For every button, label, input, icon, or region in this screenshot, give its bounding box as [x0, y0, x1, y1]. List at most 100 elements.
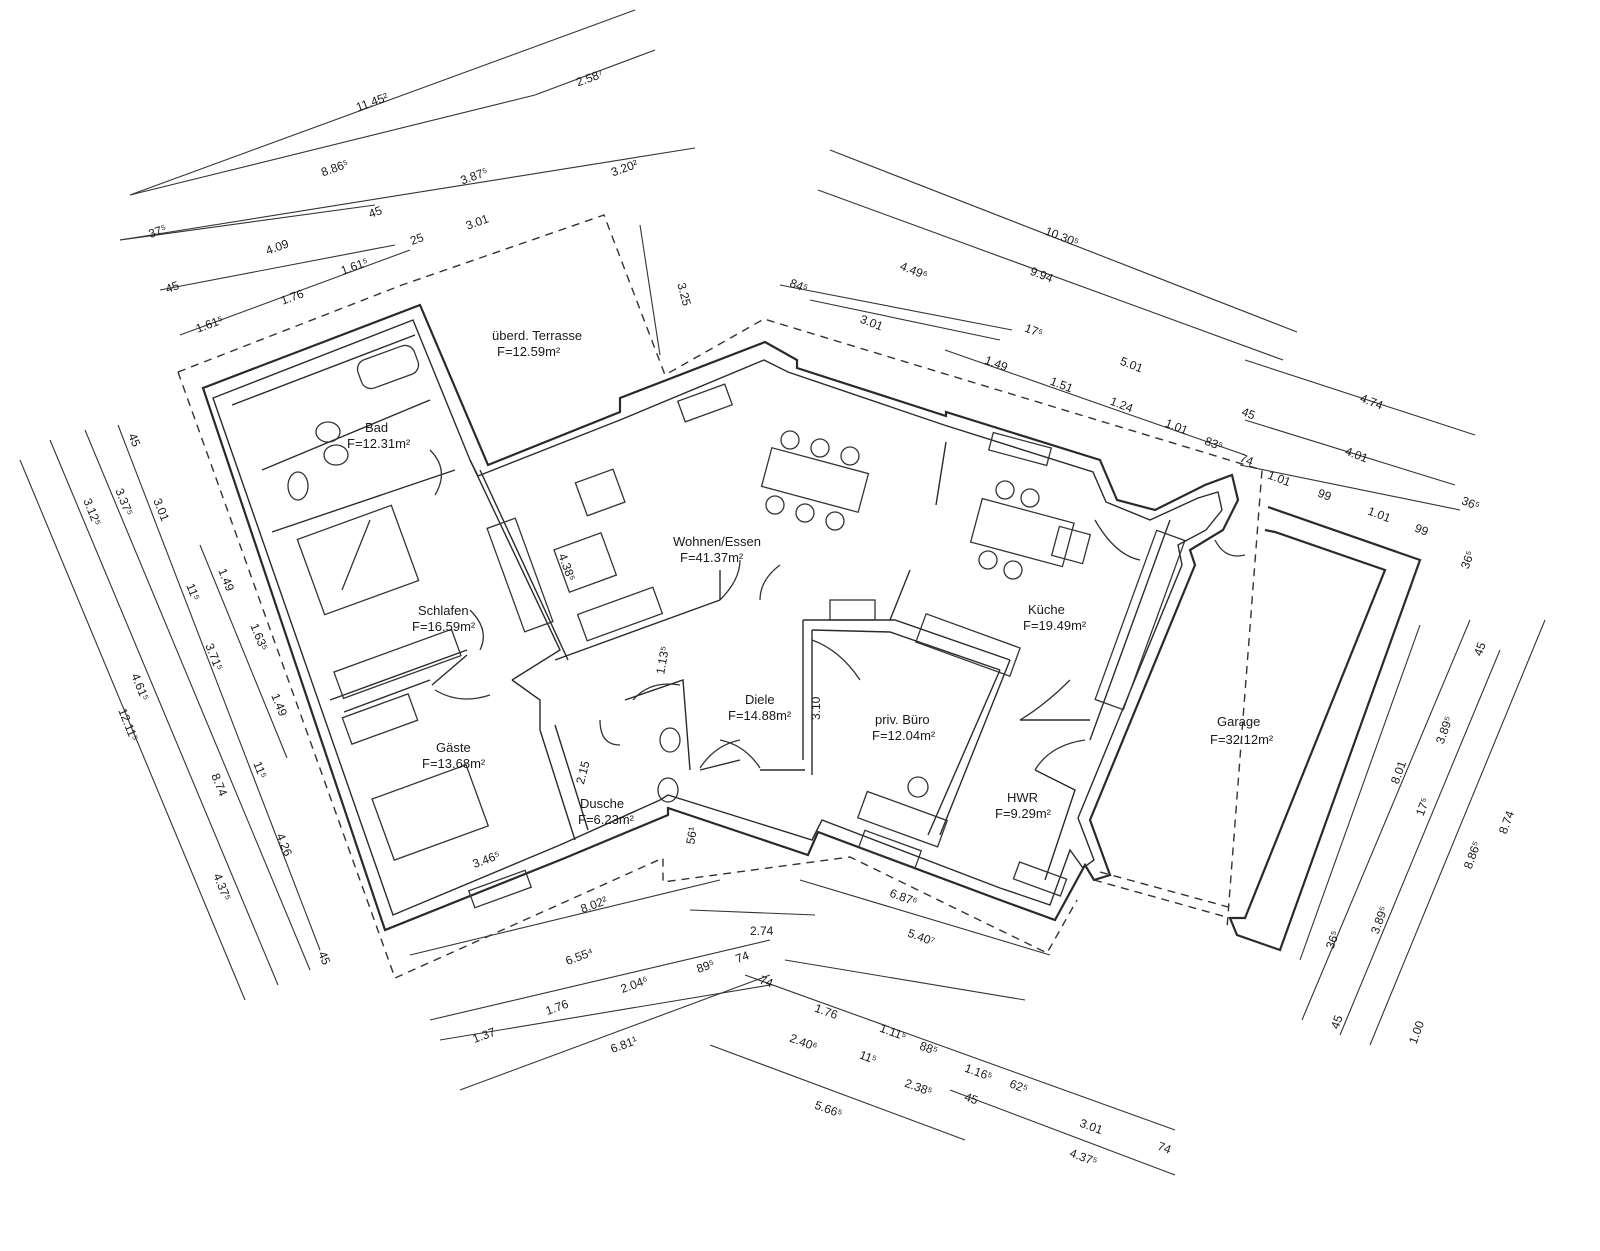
bathtub-icon — [356, 344, 420, 390]
interior-walls — [231, 334, 1171, 881]
shower-toilet-icon — [657, 727, 681, 803]
room-name-gaeste: Gäste — [436, 740, 471, 755]
room-name-hwr: HWR — [1007, 790, 1038, 805]
dim-label: 45 — [367, 203, 385, 221]
dim-label: 1.13⁵ — [653, 645, 672, 675]
dim-label: 4.26 — [273, 831, 295, 858]
room-name-kueche: Küche — [1028, 602, 1065, 617]
room-garage: Garage F=32.12m² — [1210, 714, 1274, 747]
dim-label: 11⁵ — [858, 1048, 879, 1067]
kitchen-counter-icon — [1094, 529, 1186, 711]
windows — [467, 383, 1068, 909]
dim-label: 10.30⁵ — [1043, 224, 1081, 250]
room-buero: priv. Büro F=12.04m² — [872, 712, 936, 743]
single-bed-icon — [371, 763, 490, 861]
room-area-garage: F=32.12m² — [1210, 732, 1274, 747]
garage-walls — [1093, 505, 1422, 952]
room-labels: überd. Terrasse F=12.59m² Bad F=12.31m² … — [347, 328, 1274, 827]
wardrobe-gaeste-icon — [341, 693, 419, 745]
dim-label: 1.16⁵ — [963, 1061, 994, 1084]
toilet-icon — [287, 471, 309, 501]
room-area-kueche: F=19.49m² — [1023, 618, 1087, 633]
dim-label: 1.61⁵ — [194, 313, 225, 336]
room-diele: Diele F=14.88m² — [728, 692, 792, 723]
room-gaeste: Gäste F=13.68m² — [422, 740, 486, 771]
dim-label: 4.09 — [264, 236, 291, 257]
armchair-icon — [574, 468, 626, 517]
dim-label: 89⁵ — [695, 957, 717, 976]
dim-label: 1.49 — [268, 691, 290, 718]
exterior-walls — [201, 303, 1240, 932]
dim-label: 56¹ — [683, 826, 700, 846]
dim-label: 4.01 — [1343, 444, 1370, 466]
dim-label: 36⁵ — [1323, 929, 1342, 951]
dim-label: 4.37⁵ — [1068, 1146, 1099, 1169]
dim-label: 3.87⁵ — [458, 165, 489, 188]
dimension-lines — [19, 9, 1546, 1176]
dim-label: 45 — [315, 949, 333, 967]
dim-label: 6.55⁴ — [564, 945, 596, 968]
dim-label: 4.37⁵ — [210, 871, 234, 903]
kitchen-island-icon — [969, 480, 1092, 580]
dim-label: 74 — [734, 948, 752, 966]
coffee-table-icon — [553, 531, 618, 593]
dim-label: 4.49⁶ — [898, 259, 929, 282]
wardrobe-schlafen-icon — [333, 628, 462, 700]
room-name-wohnen-essen: Wohnen/Essen — [673, 534, 761, 549]
dim-label: 3.25 — [674, 281, 694, 307]
room-hwr: HWR F=9.29m² — [995, 790, 1052, 821]
room-area-buero: F=12.04m² — [872, 728, 936, 743]
room-area-diele: F=14.88m² — [728, 708, 792, 723]
desk-icon — [856, 776, 949, 848]
dim-label: 3.20² — [609, 157, 639, 180]
dining-table-icon — [760, 430, 870, 531]
dim-label: 74 — [758, 973, 776, 991]
dim-label: 1.01 — [1266, 468, 1293, 490]
dim-label: 1.37 — [471, 1025, 498, 1046]
dim-label: 45 — [1240, 405, 1258, 423]
dim-label: 2.40⁶ — [788, 1031, 819, 1054]
room-area-wohnen-essen: F=41.37m² — [680, 550, 744, 565]
dim-label: 12.11⁵ — [115, 706, 141, 743]
dim-label: 11⁵ — [183, 581, 203, 602]
dim-label: 11⁵ — [250, 759, 270, 780]
room-area-bad: F=12.31m² — [347, 436, 411, 451]
room-name-diele: Diele — [745, 692, 775, 707]
room-area-schlafen: F=16.59m² — [412, 619, 476, 634]
dim-label: 2.15 — [573, 759, 593, 785]
dim-label: 84⁵ — [788, 276, 810, 296]
dim-label: 1.00 — [1406, 1019, 1427, 1046]
dim-label: 45 — [164, 278, 182, 296]
door-swings — [429, 449, 1246, 771]
room-area-gaeste: F=13.68m² — [422, 756, 486, 771]
dim-label: 36⁵ — [1458, 549, 1477, 571]
dim-label: 3.01 — [150, 496, 172, 523]
room-name-bad: Bad — [365, 420, 388, 435]
room-name-dusche: Dusche — [580, 796, 624, 811]
dim-label: 45 — [1328, 1013, 1346, 1031]
dim-label: 2.74 — [750, 924, 774, 938]
room-kueche: Küche F=19.49m² — [1023, 602, 1087, 633]
dim-label: 2.04⁶ — [619, 973, 650, 996]
dim-label: 17⁵ — [1413, 796, 1432, 818]
dim-label: 9.94 — [1028, 264, 1055, 286]
room-area-terrasse: F=12.59m² — [497, 344, 561, 359]
dim-label: 3.89⁵ — [1433, 714, 1456, 745]
dim-label: 1.76 — [279, 286, 306, 307]
dim-label: 5.40⁷ — [906, 926, 937, 949]
room-name-garage: Garage — [1217, 714, 1260, 729]
dim-label: 8.74 — [208, 771, 230, 798]
dim-label: 2.38⁵ — [903, 1076, 934, 1099]
furniture — [287, 344, 1186, 861]
dim-label: 6.87⁶ — [888, 886, 919, 909]
dim-label: 74 — [1238, 451, 1256, 469]
dim-label: 1.51 — [1048, 374, 1075, 396]
dim-label: 88⁵ — [918, 1039, 940, 1058]
dimension-labels: 11.45² 2.58⁷ 8.86⁵ 3.87⁵ 3.20² 37⁵ 4.09 … — [80, 67, 1517, 1169]
dim-label: 8.02² — [579, 893, 609, 916]
dim-label: 99 — [1413, 521, 1431, 539]
dim-label: 3.10 — [809, 696, 823, 720]
dim-label: 3.37⁵ — [112, 486, 136, 518]
dim-label: 4.74 — [1358, 391, 1385, 413]
